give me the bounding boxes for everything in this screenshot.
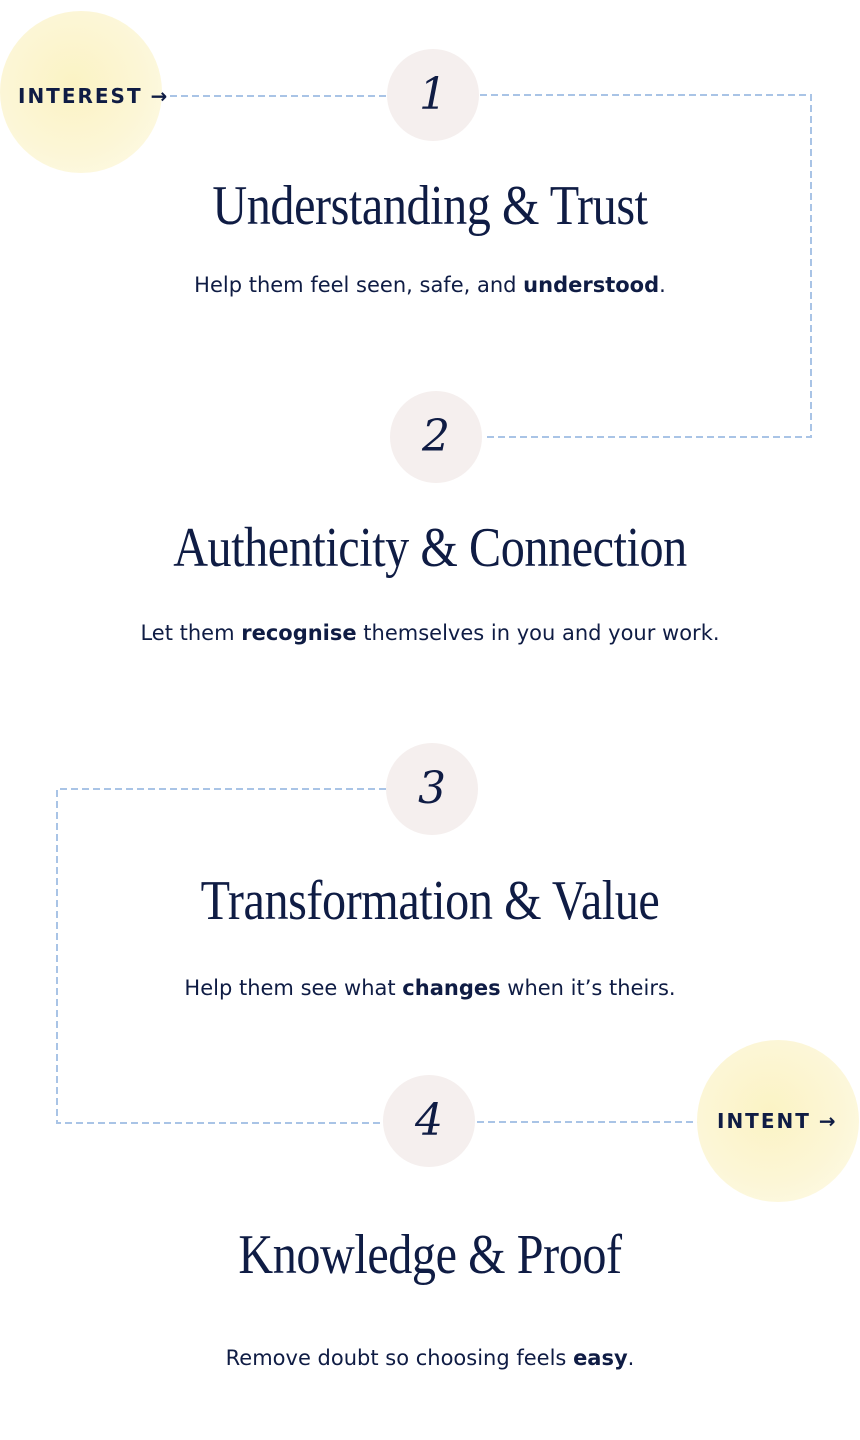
step-4-number: 4	[415, 1095, 443, 1146]
step-3-description: Help them see what changes when it’s the…	[184, 976, 676, 1000]
interest-label-text: INTEREST	[18, 84, 143, 108]
interest-label: INTEREST →	[18, 84, 167, 108]
step-4-emphasis: easy	[573, 1346, 628, 1370]
step-1-number: 1	[419, 69, 447, 120]
step-1-description: Help them feel seen, safe, and understoo…	[194, 273, 666, 297]
connector-1-to-2	[480, 94, 812, 438]
step-1-emphasis: understood	[523, 273, 660, 297]
step-1-number-badge: 1	[387, 49, 479, 141]
step-1-heading: Understanding & Trust	[212, 175, 648, 237]
step-3-heading: Transformation & Value	[200, 870, 660, 932]
step-2-number: 2	[422, 411, 450, 462]
intent-label: INTENT →	[717, 1109, 836, 1133]
step-3-emphasis: changes	[402, 976, 501, 1000]
step-2-emphasis: recognise	[241, 621, 357, 645]
step-2-description: Let them recognise themselves in you and…	[140, 621, 720, 645]
step-4-description: Remove doubt so choosing feels easy.	[225, 1346, 635, 1370]
intent-highlight-blob	[697, 1040, 859, 1202]
step-2-heading: Authenticity & Connection	[173, 517, 687, 579]
intent-label-text: INTENT	[717, 1109, 811, 1133]
step-2-number-badge: 2	[390, 391, 482, 483]
arrow-right-icon: →	[818, 1109, 836, 1133]
connector-3-to-4	[56, 788, 386, 1124]
step-3-number: 3	[418, 763, 446, 814]
step-3-number-badge: 3	[386, 743, 478, 835]
arrow-right-icon: →	[150, 84, 168, 108]
step-4-heading: Knowledge & Proof	[238, 1224, 622, 1286]
step-4-number-badge: 4	[383, 1075, 475, 1167]
interest-highlight-blob	[0, 11, 162, 173]
